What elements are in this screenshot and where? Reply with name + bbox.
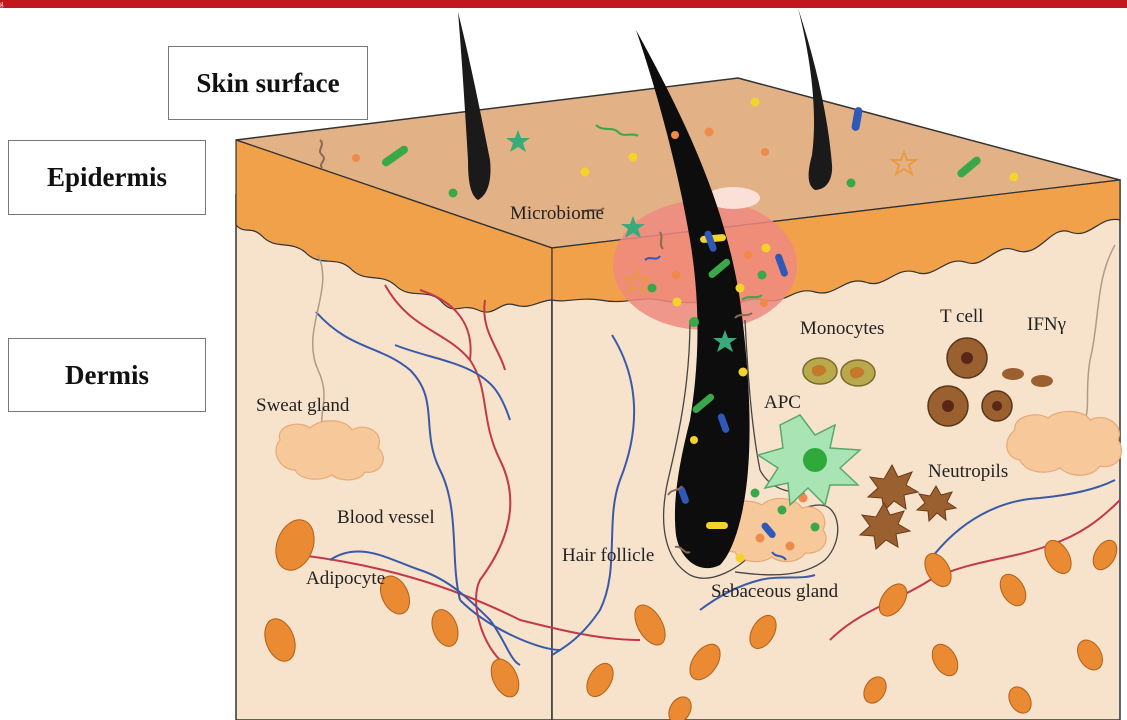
hair-follicle-label: Hair follicle — [562, 545, 654, 566]
neutrophils-label: Neutropils — [928, 461, 1008, 482]
coccus-bacterium — [736, 284, 745, 293]
ifn-gamma-molecule — [1031, 375, 1053, 387]
coccus-bacterium — [762, 244, 771, 253]
adipocyte-label: Adipocyte — [306, 568, 385, 589]
coccus-bacterium — [739, 368, 748, 377]
t-cell-nucleus — [961, 352, 973, 364]
ifn-gamma-label: IFNγ — [1027, 314, 1066, 335]
coccus-bacterium — [690, 436, 698, 444]
coccus-bacterium — [761, 148, 769, 156]
coccus-bacterium — [449, 189, 458, 198]
t-cell-nucleus — [942, 400, 954, 412]
coccus-bacterium — [1010, 173, 1019, 182]
coccus-bacterium — [352, 154, 360, 162]
coccus-bacterium — [786, 542, 795, 551]
t-cell-label: T cell — [940, 306, 983, 327]
sebaceous-gland-label: Sebaceous gland — [711, 581, 839, 602]
microbiome-label: Microbiome — [510, 203, 604, 224]
sweat-gland-label: Sweat gland — [256, 395, 350, 416]
coccus-bacterium — [756, 534, 765, 543]
coccus-bacterium — [778, 506, 787, 515]
t-cell-nucleus — [992, 401, 1002, 411]
apc-label: APC — [764, 392, 801, 413]
coccus-bacterium — [751, 98, 760, 107]
coccus-bacterium — [671, 131, 679, 139]
monocytes-label: Monocytes — [800, 318, 884, 339]
coccus-bacterium — [758, 271, 767, 280]
coccus-bacterium — [689, 317, 699, 327]
coccus-bacterium — [736, 554, 745, 563]
coccus-bacterium — [751, 489, 760, 498]
apc-nucleus — [803, 448, 827, 472]
rod-bacterium — [706, 522, 728, 529]
coccus-bacterium — [673, 298, 682, 307]
sweat-gland-blob — [1007, 411, 1122, 475]
coccus-bacterium — [744, 251, 753, 260]
coccus-bacterium — [705, 128, 714, 137]
coccus-bacterium — [581, 168, 590, 177]
coccus-bacterium — [847, 179, 856, 188]
coccus-bacterium — [760, 299, 768, 307]
coccus-bacterium — [811, 523, 820, 532]
coccus-bacterium — [672, 271, 681, 280]
coccus-bacterium — [629, 153, 638, 162]
blood-vessel-label: Blood vessel — [337, 507, 435, 528]
coccus-bacterium — [648, 284, 657, 293]
ifn-gamma-molecule — [1002, 368, 1024, 380]
